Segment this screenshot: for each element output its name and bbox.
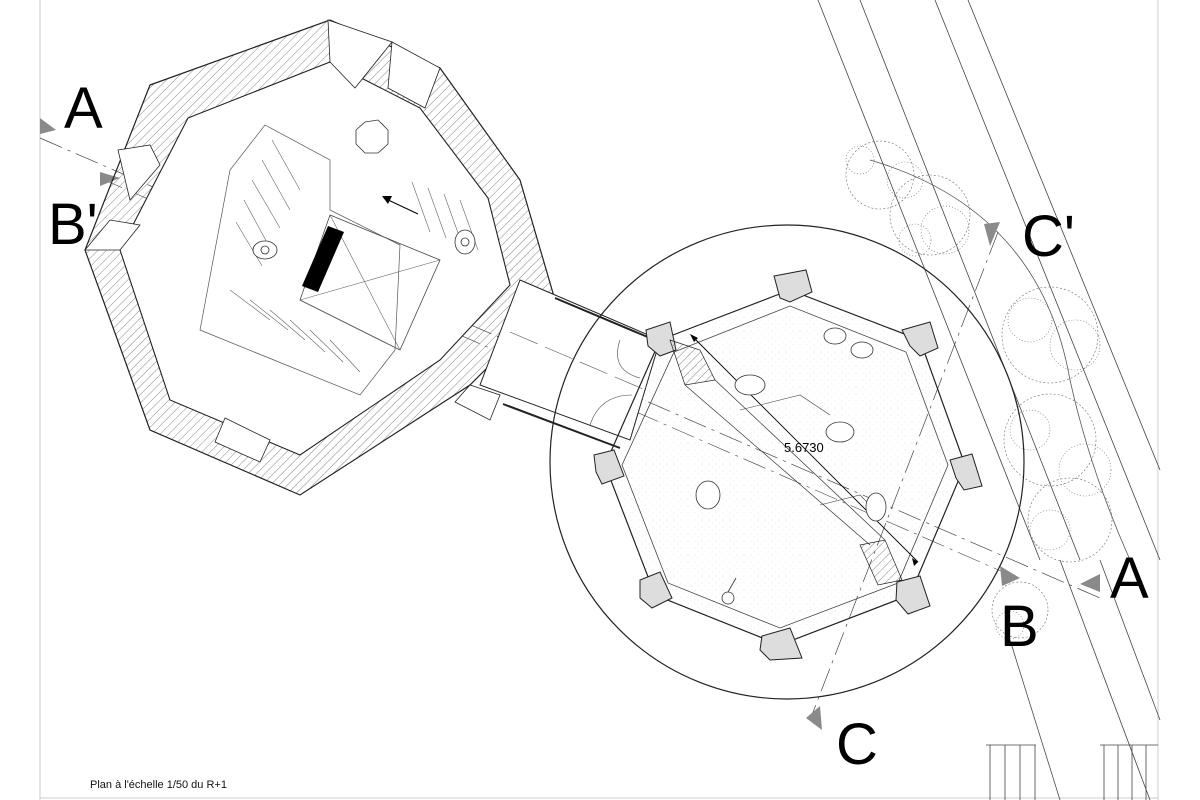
road-lines — [817, 0, 1161, 800]
pillar — [949, 453, 983, 491]
pillar — [645, 321, 677, 357]
dimension-label: 5.6730 — [784, 440, 824, 455]
section-line-c — [806, 222, 1000, 730]
person-icon — [823, 327, 847, 345]
section-marker-a-right — [1080, 574, 1100, 592]
pillar — [895, 575, 931, 615]
section-label-b: B — [1000, 594, 1039, 659]
section-marker-c — [806, 706, 822, 730]
right-round-tower — [549, 224, 1025, 700]
person-icon — [850, 341, 874, 359]
person-icon — [865, 492, 887, 522]
pillar — [759, 627, 803, 661]
ground-steps — [986, 744, 1158, 800]
person-icon — [825, 421, 855, 443]
pillar — [773, 269, 813, 303]
black-column — [302, 226, 344, 292]
section-label-a-right: A — [1110, 546, 1149, 611]
section-label-c-prime: C' — [1022, 204, 1075, 269]
section-label-c: C — [836, 712, 878, 777]
person-icon — [695, 480, 721, 510]
section-marker-bprime — [100, 172, 120, 186]
site-arc — [869, 159, 1131, 561]
section-marker-cprime — [984, 222, 1000, 246]
pillar — [593, 449, 625, 485]
left-octagon-building — [84, 19, 556, 496]
column-marker — [355, 119, 389, 154]
connecting-bridge — [479, 279, 661, 449]
section-label-a-left: A — [64, 76, 103, 141]
person-icon — [734, 374, 766, 396]
pillar — [639, 571, 673, 609]
section-marker-a-left — [40, 118, 56, 134]
pillar — [901, 321, 939, 357]
section-label-b-prime: B' — [48, 192, 98, 257]
tree-foliage — [845, 140, 1113, 640]
section-marker-b — [1000, 566, 1020, 586]
drawing-caption: Plan à l'échelle 1/50 du R+1 — [90, 779, 227, 791]
